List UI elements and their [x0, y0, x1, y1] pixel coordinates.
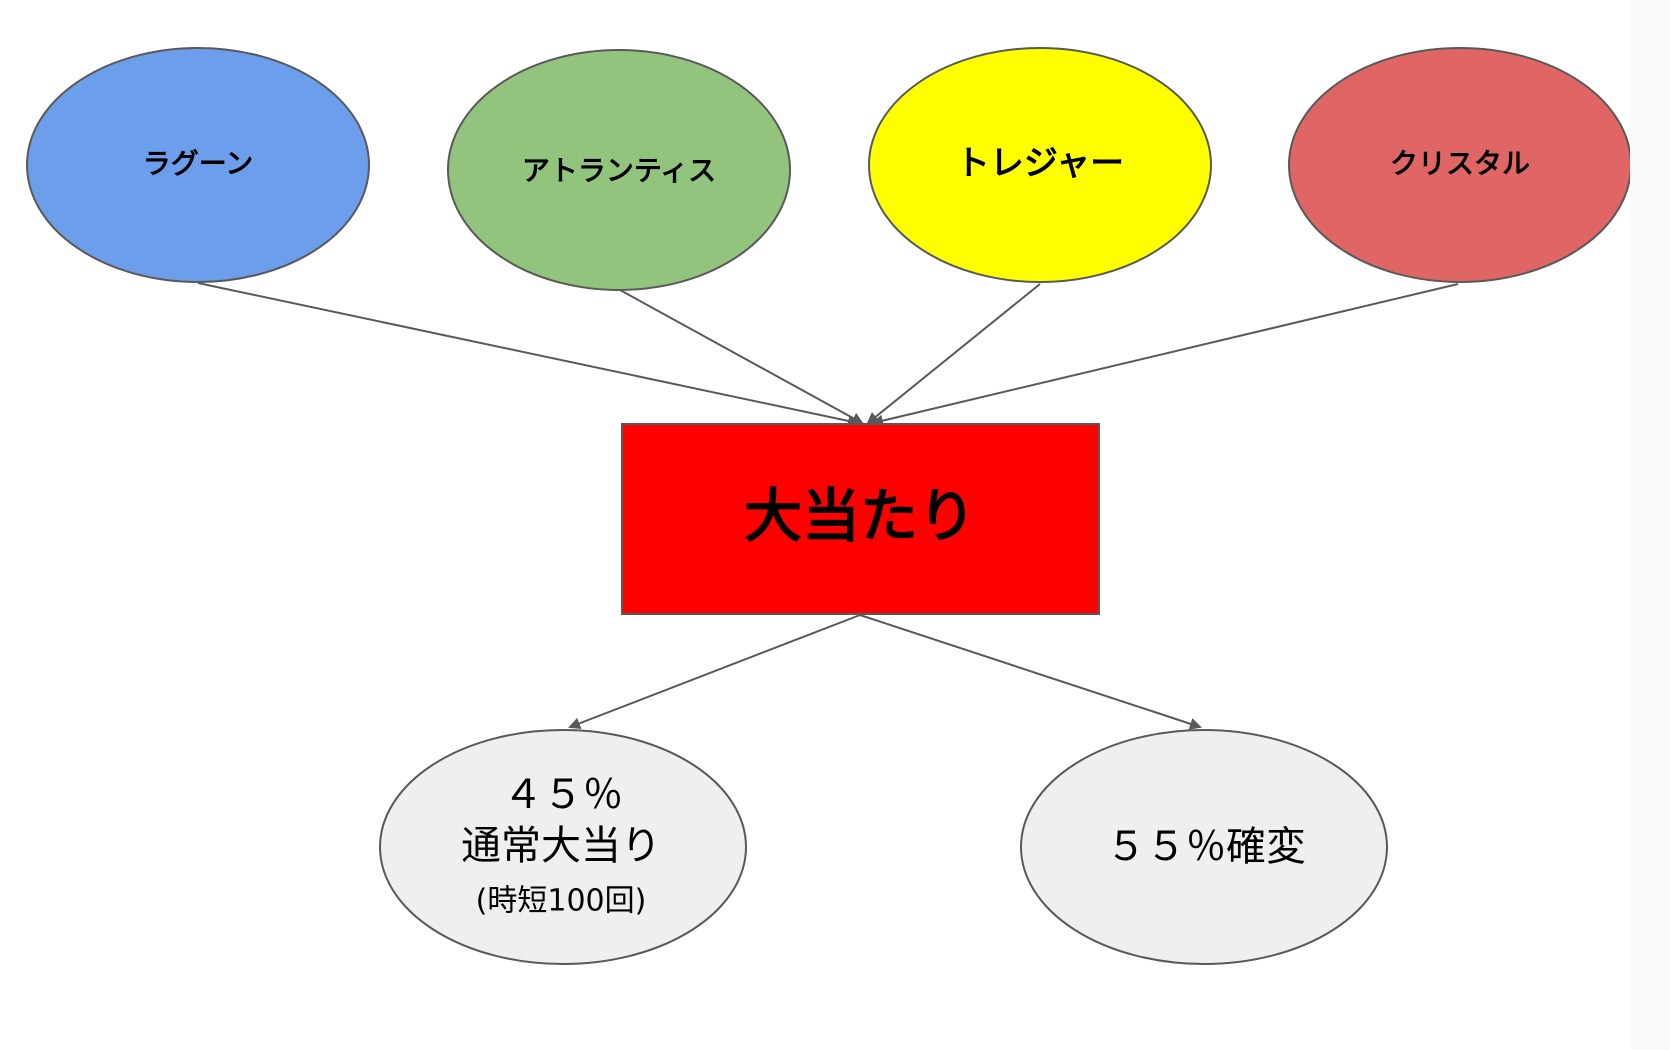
jackpot-node: 大当たり	[621, 423, 1100, 615]
label-normal-percent: ４５％	[503, 772, 623, 818]
label-jackpot: 大当たり	[744, 482, 976, 550]
arrow-crystal-to-jackpot	[871, 283, 1459, 427]
source-node-atlantis: アトランティス	[447, 49, 791, 291]
ellipse-lagoon	[26, 47, 370, 283]
arrow-jackpot-to-normal	[568, 614, 861, 729]
arrow-treasure-to-jackpot	[866, 283, 1041, 425]
outcome-node-normal: ４５％ 通常大当り (時短100回)	[379, 729, 747, 965]
label-normal-title: 通常大当り	[461, 823, 661, 869]
outcome-node-kakuhen: ５５％確変	[1020, 729, 1388, 965]
label-atlantis: アトランティス	[522, 154, 716, 187]
source-node-lagoon: ラグーン	[26, 47, 370, 283]
jackpot-box	[621, 423, 1100, 615]
right-edge-strip	[1630, 0, 1670, 1050]
arrow-atlantis-to-jackpot	[619, 289, 864, 424]
ellipse-atlantis	[447, 49, 791, 291]
source-node-crystal: クリスタル	[1288, 47, 1632, 283]
arrow-jackpot-to-kakuhen	[859, 614, 1202, 730]
label-lagoon: ラグーン	[143, 147, 254, 180]
label-treasure: トレジャー	[956, 144, 1124, 184]
label-normal-note: (時短100回)	[476, 884, 647, 919]
arrow-lagoon-to-jackpot	[197, 282, 860, 427]
ellipse-normal	[379, 729, 747, 965]
source-node-treasure: トレジャー	[868, 47, 1212, 283]
label-kakuhen: ５５％確変	[1106, 824, 1306, 870]
ellipse-kakuhen	[1020, 729, 1388, 965]
label-crystal: クリスタル	[1390, 147, 1530, 180]
ellipse-treasure	[868, 47, 1212, 283]
